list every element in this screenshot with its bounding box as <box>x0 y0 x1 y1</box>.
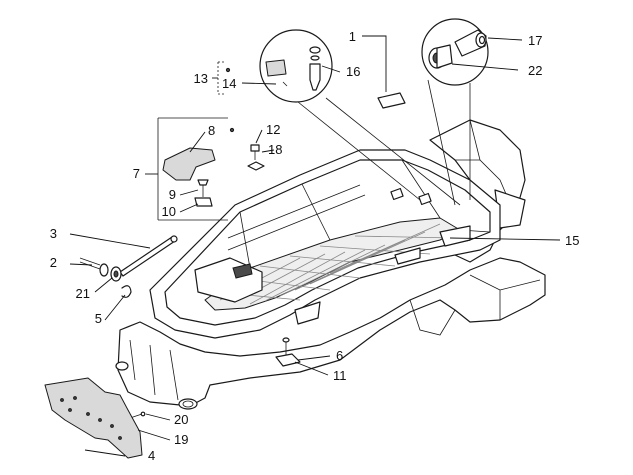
callout-9: 9 <box>169 187 176 202</box>
part-6-11-screw <box>275 337 301 367</box>
callout-7: 7 <box>133 166 140 181</box>
part-16-bulb <box>309 46 321 91</box>
callout-5: 5 <box>95 311 102 326</box>
callout-14: 14 <box>222 76 236 91</box>
helmet-compartment <box>115 119 546 410</box>
callout-19: 19 <box>174 432 188 447</box>
part-3-pin <box>119 235 178 277</box>
group-bracket-13 <box>217 61 224 95</box>
part-5-clip <box>121 285 132 298</box>
callout-18: 18 <box>268 142 282 157</box>
part-22-lamp <box>428 44 453 69</box>
callout-22: 22 <box>528 63 542 78</box>
callout-10: 10 <box>162 204 176 219</box>
callout-20: 20 <box>174 412 188 427</box>
part-1-pad <box>377 92 406 109</box>
callout-15: 15 <box>565 233 579 248</box>
inset-detail-16 <box>259 29 461 206</box>
callout-11: 11 <box>333 368 347 383</box>
leader-lines <box>69 35 561 457</box>
callout-21: 21 <box>76 286 90 301</box>
callout-labels: 1 2 3 4 5 6 7 8 9 10 11 12 13 14 15 16 1… <box>50 29 580 463</box>
part-12-18-bolt <box>247 144 265 171</box>
part-4-plate <box>44 377 143 459</box>
callout-1: 1 <box>349 29 356 44</box>
callout-8: 8 <box>208 123 215 138</box>
part-8-bracket <box>162 147 216 181</box>
inset-detail-17 <box>421 18 489 206</box>
part-14-connector <box>265 59 287 77</box>
part-17-socket <box>454 29 487 57</box>
callout-6: 6 <box>336 348 343 363</box>
part-2-bolt <box>79 257 109 277</box>
callout-16: 16 <box>346 64 360 79</box>
group-bracket-7 <box>157 117 228 221</box>
part-21-washer <box>110 266 122 282</box>
callout-13: 13 <box>194 71 208 86</box>
part-9-10-screw <box>194 179 213 207</box>
callout-4: 4 <box>148 448 155 463</box>
callout-12: 12 <box>266 122 280 137</box>
callout-2: 2 <box>50 255 57 270</box>
callout-3: 3 <box>50 226 57 241</box>
callout-17: 17 <box>528 33 542 48</box>
